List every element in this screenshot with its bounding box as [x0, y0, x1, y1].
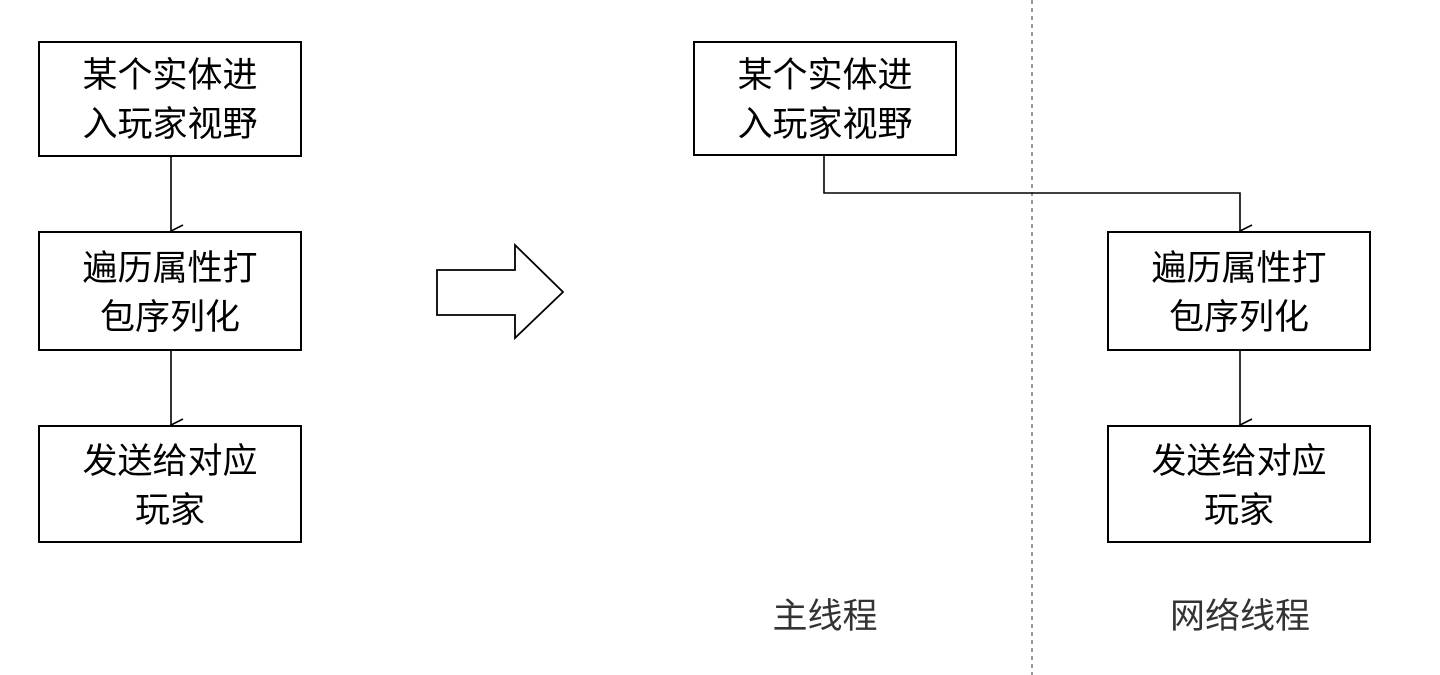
after-step-3: 发送给对应 玩家 — [1107, 425, 1371, 543]
step-text: 入玩家视野 — [82, 105, 257, 145]
step-text: 玩家 — [135, 491, 205, 531]
transform-arrow-icon — [436, 242, 565, 341]
lane-label-main: 主线程 — [772, 597, 877, 637]
before-step-3: 发送给对应 玩家 — [38, 425, 302, 543]
before-step-1: 某个实体进 入玩家视野 — [38, 41, 302, 157]
before-step-2: 遍历属性打 包序列化 — [38, 231, 302, 351]
step-text: 遍历属性打 — [1151, 249, 1326, 289]
after-step-1: 某个实体进 入玩家视野 — [693, 41, 957, 156]
cross-thread-arrow — [823, 155, 1240, 231]
step-text: 发送给对应 — [82, 442, 257, 482]
step-text: 包序列化 — [1169, 298, 1309, 338]
step-text: 入玩家视野 — [737, 105, 912, 145]
step-text: 玩家 — [1204, 491, 1274, 531]
lane-label-network: 网络线程 — [1170, 597, 1310, 637]
step-text: 包序列化 — [100, 298, 240, 338]
after-step-2: 遍历属性打 包序列化 — [1107, 231, 1371, 351]
step-text: 发送给对应 — [1151, 442, 1326, 482]
step-text: 某个实体进 — [82, 56, 257, 96]
step-text: 某个实体进 — [737, 56, 912, 96]
step-text: 遍历属性打 — [82, 249, 257, 289]
